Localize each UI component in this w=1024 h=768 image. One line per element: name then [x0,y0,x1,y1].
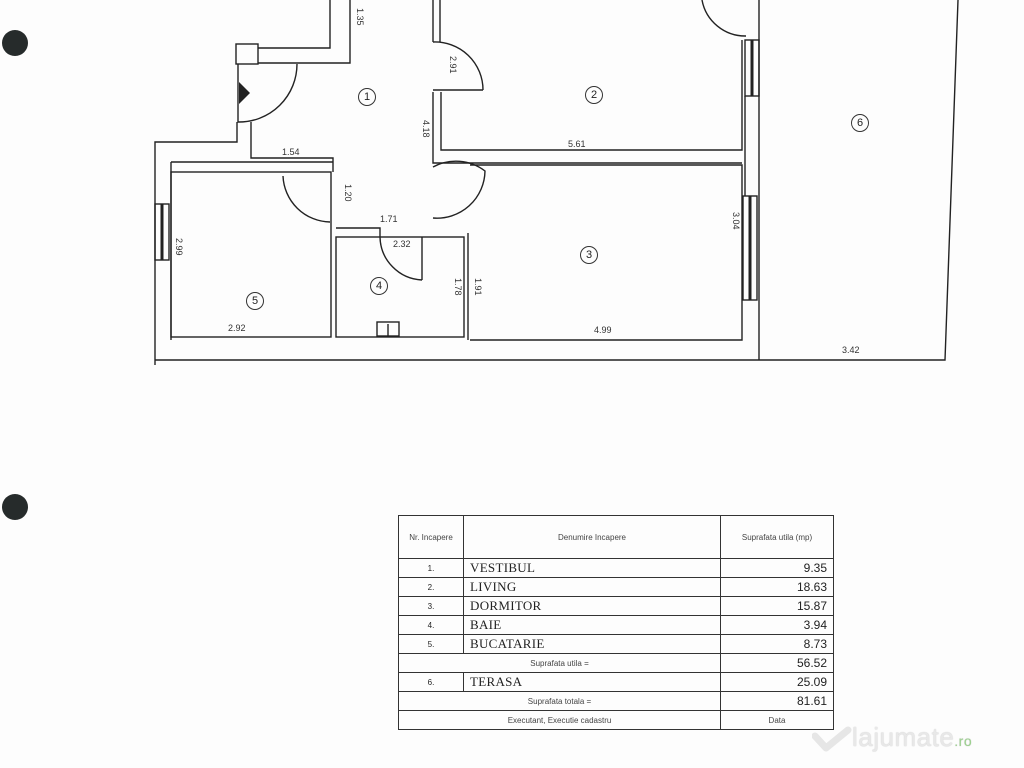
footer-date: Data [720,710,834,730]
row-area: 15.87 [720,596,834,616]
floor-plan-drawing [154,0,959,365]
row-nr: 3. [398,596,464,616]
subtotal-label: Suprafata utila = [398,653,721,673]
table-row: 5. BUCATARIE 8.73 [398,634,834,654]
room-badge-baie: 4 [370,277,388,295]
total-label: Suprafata totala = [398,691,721,711]
floor-plan: 1 2 3 4 5 6 1.35 2.91 4.18 1.54 5.61 1.2… [154,0,959,365]
watermark-tld: .ro [954,733,973,749]
dimension-label: 5.61 [568,139,586,149]
row-nr: 2. [398,577,464,597]
table-row: 2. LIVING 18.63 [398,577,834,597]
room-badge-living: 2 [585,86,603,104]
row-name: BUCATARIE [463,634,721,654]
row-area: 8.73 [720,634,834,654]
dimension-label: 1.35 [355,8,365,26]
row-name: TERASA [463,672,721,692]
room-badge-dormitor: 3 [580,246,598,264]
dimension-label: 2.92 [228,323,246,333]
room-badge-bucatarie: 5 [246,292,264,310]
table-header-row: Nr. Incapere Denumire Incapere Suprafata… [398,515,834,559]
dimension-label: 2.99 [174,238,184,256]
dimension-label: 2.91 [448,56,458,74]
dimension-label: 1.54 [282,147,300,157]
table-row: 1. VESTIBUL 9.35 [398,558,834,578]
dimension-label: 1.78 [453,278,463,296]
binder-hole-top [2,30,28,56]
room-areas-table: Nr. Incapere Denumire Incapere Suprafata… [398,515,834,730]
header-name: Denumire Incapere [463,515,721,559]
dimension-label: 3.42 [842,345,860,355]
row-area: 9.35 [720,558,834,578]
row-name: DORMITOR [463,596,721,616]
footer-row: Executant, Executie cadastru Data [398,710,834,730]
total-row: Suprafata totala = 81.61 [398,691,834,711]
dimension-label: 1.91 [473,278,483,296]
row-name: BAIE [463,615,721,635]
watermark: lajumate.ro [852,722,972,753]
row-area: 25.09 [720,672,834,692]
watermark-brand: lajumate [852,722,955,752]
row-area: 3.94 [720,615,834,635]
row-area: 18.63 [720,577,834,597]
room-badge-vestibul: 1 [358,88,376,106]
dimension-label: 4.18 [421,120,431,138]
row-name: LIVING [463,577,721,597]
table-row: 6. TERASA 25.09 [398,672,834,692]
binder-hole-bottom [2,494,28,520]
subtotal-row: Suprafata utila = 56.52 [398,653,834,673]
room-badge-terasa: 6 [851,114,869,132]
row-nr: 4. [398,615,464,635]
dimension-label: 2.32 [393,239,411,249]
row-nr: 1. [398,558,464,578]
dimension-label: 1.20 [343,184,353,202]
table-row: 4. BAIE 3.94 [398,615,834,635]
watermark-logo-icon [812,726,852,752]
row-name: VESTIBUL [463,558,721,578]
dimension-label: 1.71 [380,214,398,224]
row-nr: 6. [398,672,464,692]
footer-executant: Executant, Executie cadastru [398,710,721,730]
dimension-label: 3.04 [731,212,741,230]
subtotal-value: 56.52 [720,653,834,673]
table-row: 3. DORMITOR 15.87 [398,596,834,616]
header-area: Suprafata utila (mp) [720,515,834,559]
row-nr: 5. [398,634,464,654]
header-nr: Nr. Incapere [398,515,464,559]
total-value: 81.61 [720,691,834,711]
dimension-label: 4.99 [594,325,612,335]
